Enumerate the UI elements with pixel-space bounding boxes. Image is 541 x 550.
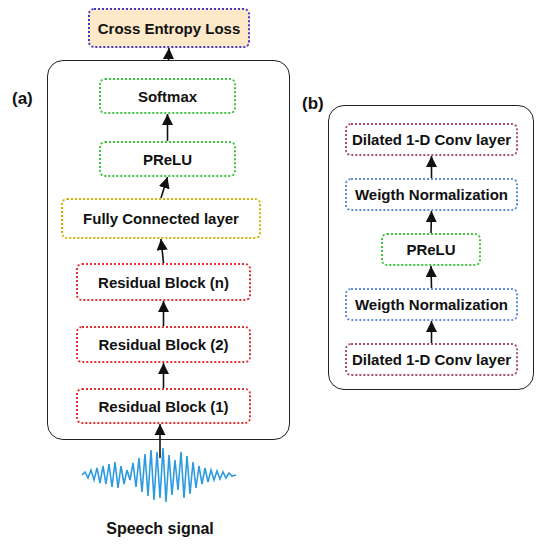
flow-arrow: [431, 321, 433, 343]
node-label: Dilated 1-D Conv layer: [352, 131, 511, 148]
input-arrow: [159, 424, 161, 458]
residual-block: Residual Block (n): [76, 263, 251, 301]
flow-arrow: [163, 363, 165, 388]
node-label: Cross Entropy Loss: [98, 20, 241, 37]
node-label: Fully Connected layer: [83, 210, 239, 227]
flow-arrow: [161, 177, 168, 198]
residual-block: Residual Block (2): [76, 326, 251, 363]
signal-label: Speech signal: [80, 520, 240, 538]
conv-layer-box: Dilated 1-D Conv layer: [345, 343, 518, 376]
softmax-box: Softmax: [99, 78, 236, 114]
loss-box: Cross Entropy Loss: [88, 8, 250, 48]
node-label: Softmax: [138, 88, 197, 105]
flow-arrow: [430, 266, 432, 288]
speech-waveform: [82, 448, 236, 502]
node-label: PReLU: [406, 241, 455, 258]
node-label: Residual Block (n): [98, 274, 229, 291]
flow-arrow: [163, 301, 165, 326]
panel-label: (a): [12, 89, 33, 109]
flow-arrow: [430, 211, 432, 233]
conv-layer-box: Dilated 1-D Conv layer: [345, 123, 518, 156]
flow-arrow: [168, 48, 170, 60]
activation-box: PReLU: [381, 233, 481, 266]
node-label: Weigth Normalization: [355, 186, 508, 203]
node-label: PReLU: [143, 151, 192, 168]
dense-layer-box: Fully Connected layer: [61, 198, 261, 239]
model-panel: (a)SoftmaxPReLUFully Connected layerResi…: [47, 60, 290, 440]
panel-label: (b): [302, 94, 324, 114]
node-label: Residual Block (1): [98, 398, 228, 415]
activation-box: PReLU: [99, 141, 236, 177]
flow-arrow: [431, 156, 433, 178]
node-label: Dilated 1-D Conv layer: [352, 351, 511, 368]
norm-box: Weigth Normalization: [345, 178, 518, 211]
norm-box: Weigth Normalization: [345, 288, 518, 321]
residual-block: Residual Block (1): [76, 388, 251, 424]
flow-arrow: [161, 239, 164, 263]
flow-arrow: [167, 114, 169, 141]
node-label: Weigth Normalization: [355, 296, 508, 313]
node-label: Residual Block (2): [98, 336, 228, 353]
block-panel: (b)Dilated 1-D Conv layerWeigth Normaliz…: [328, 105, 534, 390]
